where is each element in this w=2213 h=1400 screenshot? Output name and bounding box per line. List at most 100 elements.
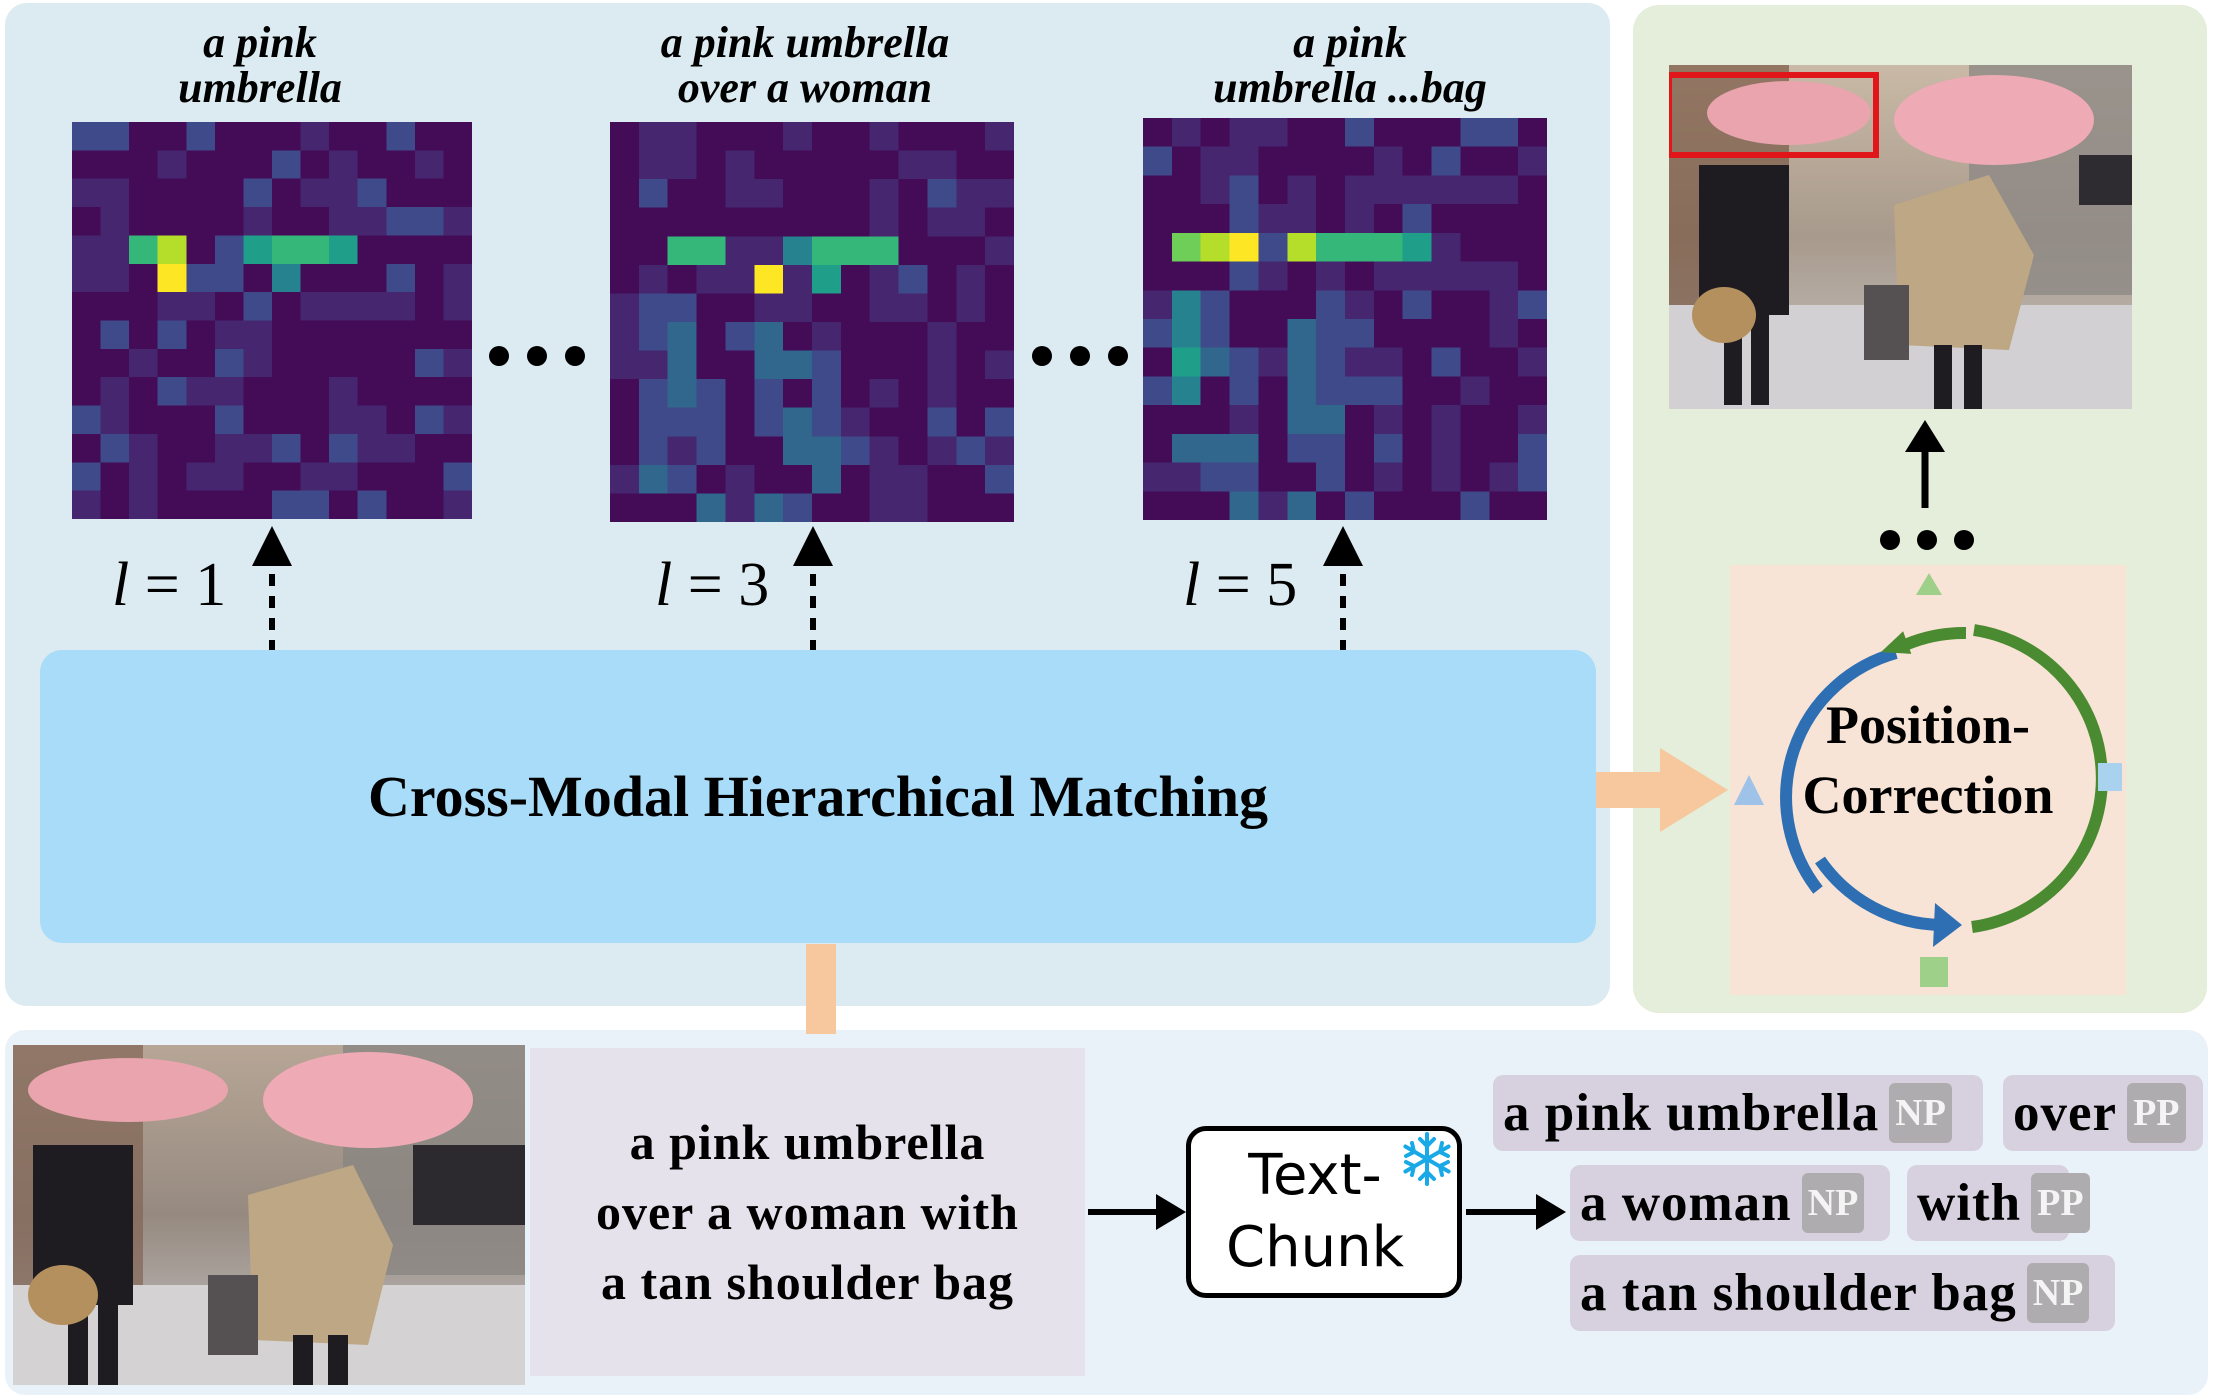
heatmap-cell — [1316, 376, 1346, 406]
heatmap-cell — [638, 350, 669, 380]
heatmap-cell — [1316, 261, 1346, 291]
heatmap-cell — [898, 350, 929, 380]
heatmap-cell — [186, 348, 216, 378]
heatmap-cell — [1402, 204, 1433, 234]
heatmap-cell — [1518, 232, 1547, 263]
heatmap-cell — [100, 292, 130, 322]
heatmap-cell — [386, 377, 416, 407]
heatmap-cell — [1431, 118, 1462, 148]
heatmap-cell — [272, 462, 302, 492]
heatmap-cell — [329, 207, 359, 236]
heatmap-cell — [754, 293, 784, 323]
heatmap-cell — [1229, 290, 1260, 320]
heatmap-cell — [1143, 433, 1173, 464]
heatmap-cell — [610, 236, 640, 266]
heatmap-cell — [927, 350, 957, 380]
heatmap-cell — [1229, 347, 1260, 378]
heatmap-cell — [1229, 118, 1260, 148]
heatmap-cell — [725, 150, 755, 180]
heatmap-cell — [1402, 290, 1433, 320]
heatmap-cell — [443, 320, 472, 350]
heatmap-cell — [186, 320, 216, 350]
heatmap-cell — [754, 322, 784, 352]
heatmap-cell — [300, 320, 330, 350]
heatmap-cell — [927, 322, 957, 352]
heatmap-cell — [927, 264, 957, 294]
heatmap-cell — [725, 493, 755, 522]
heatmap-cell — [272, 122, 302, 151]
heatmap-cell — [129, 150, 159, 180]
heatmap-cell — [667, 436, 698, 466]
heatmap-cell — [840, 379, 871, 409]
heatmap-cell — [300, 263, 330, 293]
heatmap-cell — [300, 405, 330, 435]
heatmap-cell — [157, 377, 187, 407]
heatmap-cell — [1229, 319, 1260, 349]
heatmap-cell — [696, 122, 727, 152]
heatmap-cell — [129, 377, 159, 407]
heatmap-cell — [869, 264, 900, 294]
heatmap-cell — [610, 322, 640, 352]
heatmap-cell — [1316, 347, 1346, 378]
heatmap-cell — [1345, 433, 1375, 464]
heatmap-cell — [1171, 232, 1202, 263]
heatmap-cell — [1316, 204, 1346, 234]
heatmap-cell — [386, 348, 416, 378]
heatmap-cell — [1345, 376, 1375, 406]
heatmap-cell — [898, 322, 929, 352]
heatmap-cell — [840, 236, 871, 266]
heatmap-cell — [1345, 491, 1375, 520]
heatmap-cell — [898, 150, 929, 180]
heatmap-cell — [985, 122, 1014, 152]
heatmap-cell — [214, 462, 244, 492]
heatmap-cell — [243, 263, 273, 293]
heatmap-cell — [386, 405, 416, 435]
heatmap-cell — [985, 350, 1014, 380]
heatmap-cell — [357, 377, 387, 407]
heatmap-cell — [1143, 204, 1173, 234]
heatmap-cell — [214, 292, 244, 322]
heatmap-cell — [725, 407, 755, 437]
heatmap-cell — [812, 464, 842, 494]
heatmap-cell — [1287, 405, 1317, 435]
heatmap-cell — [610, 464, 640, 494]
heatmap-cell — [243, 207, 273, 236]
heatmap-cell — [443, 292, 472, 322]
heatmap-cell — [272, 178, 302, 208]
heatmap-cell — [1518, 347, 1547, 378]
heatmap-cell — [783, 293, 813, 323]
heatmap-cell — [1431, 146, 1462, 177]
heatmap-cell — [272, 377, 302, 407]
heatmap-cell — [414, 377, 444, 407]
heatmap-cell — [783, 322, 813, 352]
heatmap-cell — [1316, 232, 1346, 263]
heatmap-cell — [300, 490, 330, 519]
heatmap-cell — [1460, 319, 1490, 349]
output-image — [1669, 65, 2132, 409]
heatmap-cell — [812, 322, 842, 352]
heatmap-cell — [898, 379, 929, 409]
heatmap-cell — [1143, 491, 1173, 520]
heatmap-cell — [357, 405, 387, 435]
heatmap-cell — [272, 433, 302, 463]
heatmap-cell — [783, 236, 813, 266]
heatmap-cell — [754, 436, 784, 466]
heatmap-cell — [638, 179, 669, 209]
heatmap-cell — [1229, 405, 1260, 435]
heatmap-cell — [927, 464, 957, 494]
heatmap-cell — [1171, 319, 1202, 349]
heatmap-cell — [243, 178, 273, 208]
heatmap-cell — [1489, 118, 1519, 148]
heatmap-cell — [696, 293, 727, 323]
heatmap-cell — [272, 292, 302, 322]
heatmap-cell — [1287, 204, 1317, 234]
heatmap-cell — [357, 207, 387, 236]
heatmap-cell — [357, 122, 387, 151]
heatmap-cell — [386, 433, 416, 463]
heatmap-cell — [157, 433, 187, 463]
heatmap-cell — [1460, 405, 1490, 435]
heatmap-cell — [869, 207, 900, 237]
